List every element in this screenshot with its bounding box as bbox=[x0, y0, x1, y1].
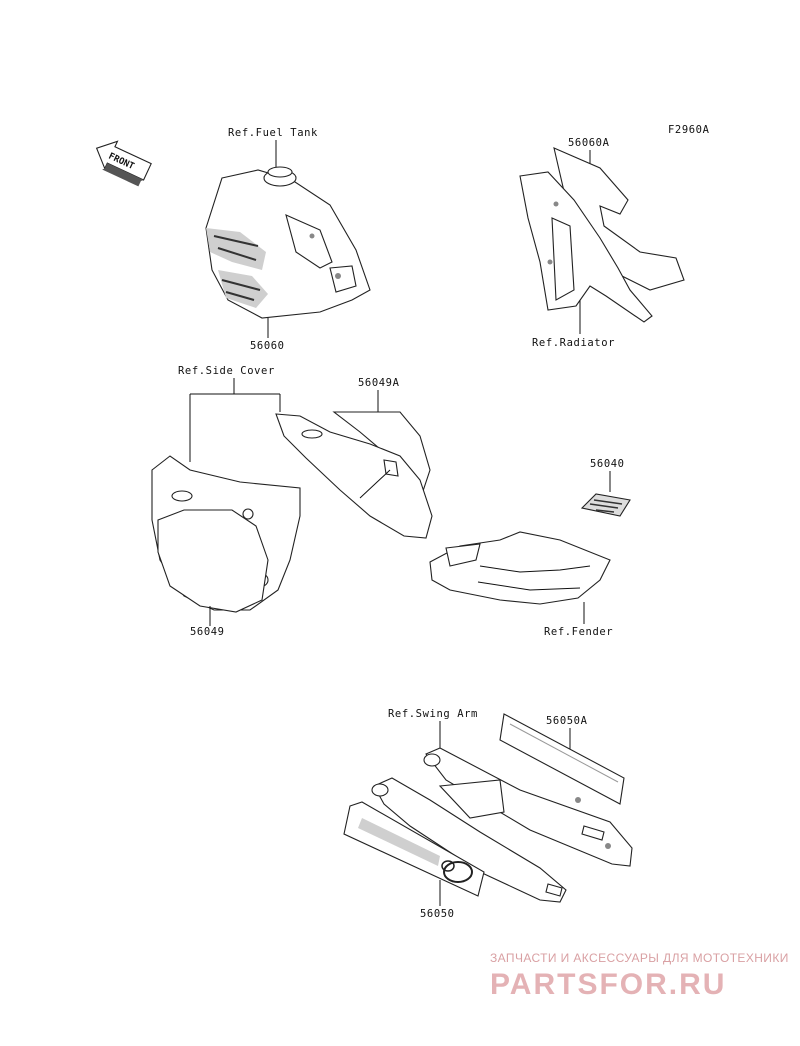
radiator-shroud-illustration bbox=[519, 171, 653, 323]
watermark-tagline: ЗАПЧАСТИ И АКСЕССУАРЫ ДЛЯ МОТОТЕХНИКИ bbox=[490, 951, 789, 965]
side-cover-right-illustration bbox=[275, 413, 433, 539]
label-56050a: 56050A bbox=[546, 715, 588, 727]
label-ref-fuel-tank: Ref.Fuel Tank bbox=[228, 127, 318, 139]
label-56049: 56049 bbox=[190, 626, 225, 638]
decal-56049 bbox=[157, 509, 269, 613]
decal-56050 bbox=[343, 801, 485, 897]
label-56050: 56050 bbox=[420, 908, 455, 920]
label-56040: 56040 bbox=[590, 458, 625, 470]
label-ref-swing-arm: Ref.Swing Arm bbox=[388, 708, 478, 720]
label-ref-side-cover: Ref.Side Cover bbox=[178, 365, 275, 377]
watermark-brand: PARTSFOR.RU bbox=[490, 968, 726, 1001]
label-56060a: 56060A bbox=[568, 137, 610, 149]
label-56060: 56060 bbox=[250, 340, 285, 352]
label-ref-radiator: Ref.Radiator bbox=[532, 337, 615, 349]
front-arrow-icon: FRONT bbox=[95, 140, 152, 187]
label-56049a: 56049A bbox=[358, 377, 400, 389]
decal-56040 bbox=[580, 493, 631, 517]
figure-code: F2960A bbox=[668, 124, 710, 136]
decal-56060 bbox=[206, 228, 268, 308]
decal-56050a bbox=[499, 713, 625, 805]
label-ref-fender: Ref.Fender bbox=[544, 626, 613, 638]
swing-arm-illustration bbox=[371, 747, 633, 903]
leader-side-cover bbox=[189, 378, 281, 462]
fender-illustration bbox=[429, 531, 611, 605]
